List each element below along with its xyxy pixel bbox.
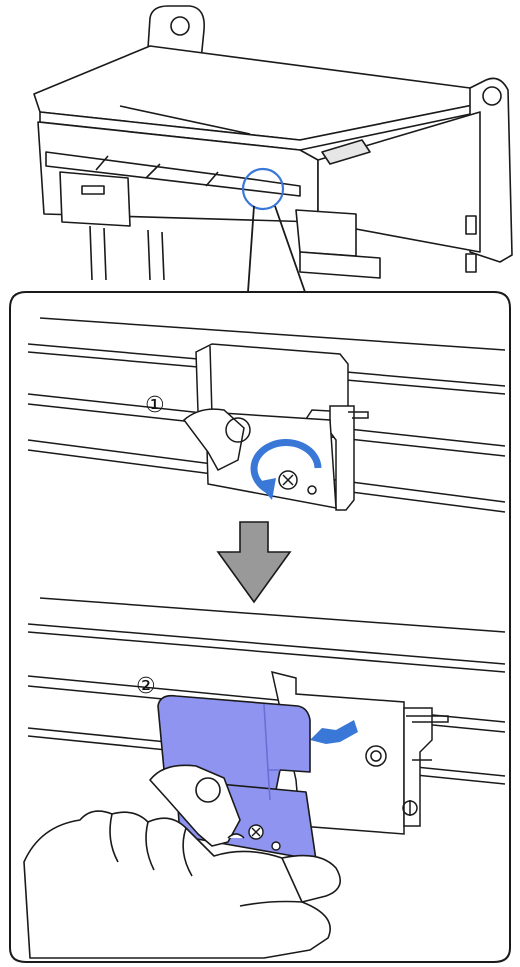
printer-overview	[34, 6, 512, 280]
step-2-marker: ②	[136, 674, 156, 699]
step-1-marker: ①	[145, 393, 165, 418]
